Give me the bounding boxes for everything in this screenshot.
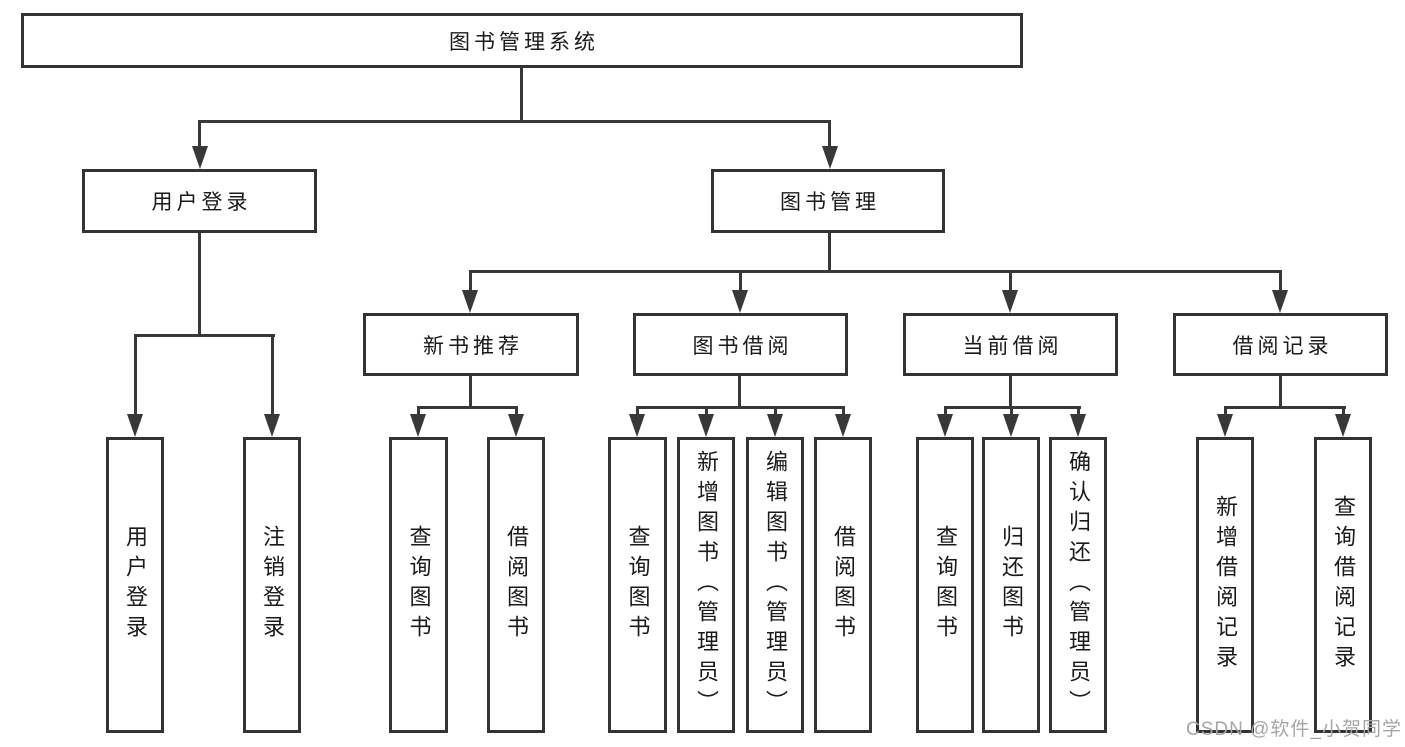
node-current-borrow: 当前借阅 xyxy=(903,313,1118,376)
arrow-down-icon xyxy=(937,414,953,437)
connector-borrow-stub xyxy=(738,376,741,409)
arrow-down-icon xyxy=(822,146,838,169)
arrow-down-icon xyxy=(767,414,783,437)
connector-records-stub xyxy=(1279,376,1282,409)
connector-drop xyxy=(515,406,518,418)
node-book-manage: 图书管理 xyxy=(711,169,945,233)
connector-bus-borrow xyxy=(636,406,845,409)
leaf-cur-query-book: 查询图书 xyxy=(916,437,974,733)
connector-drop xyxy=(739,270,742,293)
connector-drop xyxy=(1010,406,1013,418)
leaf-bor-borrow-book: 借阅图书 xyxy=(814,437,872,733)
connector-drop xyxy=(774,406,777,418)
arrow-down-icon xyxy=(462,290,478,313)
connector-drop xyxy=(1279,270,1282,293)
node-new-book-recommend: 新书推荐 xyxy=(363,313,579,376)
connector-drop xyxy=(1077,406,1080,418)
node-user-login: 用户登录 xyxy=(82,169,317,233)
leaf-rec-query-book: 查询图书 xyxy=(389,437,448,733)
connector-drop xyxy=(469,270,472,293)
arrow-down-icon xyxy=(1002,290,1018,313)
connector-bus-level3 xyxy=(469,270,1282,273)
arrow-down-icon xyxy=(629,414,645,437)
node-root: 图书管理系统 xyxy=(21,13,1023,68)
leaf-cur-return-book: 归还图书 xyxy=(982,437,1040,733)
connector-drop xyxy=(198,120,201,148)
connector-drop xyxy=(417,406,420,418)
connector-drop xyxy=(1224,406,1227,418)
leaf-logout: 注销登录 xyxy=(243,437,301,733)
connector-drop xyxy=(828,120,831,148)
connector-root-stub xyxy=(520,68,523,123)
arrow-down-icon xyxy=(508,414,524,437)
connector-login-stub xyxy=(198,233,201,337)
arrow-down-icon xyxy=(698,414,714,437)
connector-drop xyxy=(842,406,845,418)
connector-bus-level2 xyxy=(198,120,831,123)
connector-drop xyxy=(271,334,274,416)
leaf-recd-add-record: 新增借阅记录 xyxy=(1196,437,1254,733)
connector-manage-stub xyxy=(828,233,831,273)
connector-drop xyxy=(636,406,639,418)
csdn-watermark: CSDN @软件_小贺同学 xyxy=(1186,719,1402,740)
leaf-bor-edit-book: 编辑图书（管理员） xyxy=(746,437,804,733)
connector-drop xyxy=(134,334,137,416)
connector-current-stub xyxy=(1009,376,1012,409)
connector-bus-records xyxy=(1224,406,1346,409)
leaf-recd-query-record: 查询借阅记录 xyxy=(1314,437,1372,733)
arrow-down-icon xyxy=(1272,290,1288,313)
connector-bus-recommend xyxy=(417,406,518,409)
connector-bus-login xyxy=(134,334,275,337)
arrow-down-icon xyxy=(127,414,143,437)
arrow-down-icon xyxy=(264,414,280,437)
leaf-cur-confirm-return: 确认归还（管理员） xyxy=(1049,437,1107,733)
node-book-borrow: 图书借阅 xyxy=(633,313,848,376)
leaf-bor-add-book: 新增图书（管理员） xyxy=(677,437,735,733)
connector-recommend-stub xyxy=(469,376,472,409)
arrow-down-icon xyxy=(732,290,748,313)
connector-drop xyxy=(944,406,947,418)
connector-drop xyxy=(1009,270,1012,293)
arrow-down-icon xyxy=(1003,414,1019,437)
leaf-user-login: 用户登录 xyxy=(106,437,164,733)
node-borrow-records: 借阅记录 xyxy=(1173,313,1388,376)
arrow-down-icon xyxy=(835,414,851,437)
arrow-down-icon xyxy=(410,414,426,437)
leaf-rec-borrow-book: 借阅图书 xyxy=(487,437,545,733)
leaf-bor-query-book: 查询图书 xyxy=(608,437,667,733)
connector-drop xyxy=(1342,406,1345,418)
arrow-down-icon xyxy=(1070,414,1086,437)
connector-drop xyxy=(705,406,708,418)
arrow-down-icon xyxy=(1335,414,1351,437)
arrow-down-icon xyxy=(1217,414,1233,437)
arrow-down-icon xyxy=(192,146,208,169)
